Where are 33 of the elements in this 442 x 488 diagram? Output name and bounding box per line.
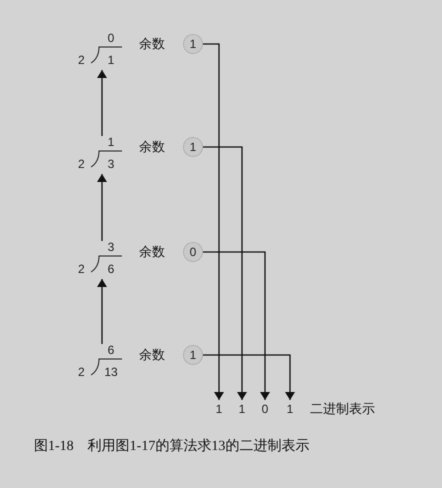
arrow bbox=[203, 354, 295, 400]
remainder-digit: 0 bbox=[183, 242, 203, 262]
quotient: 0 bbox=[106, 32, 116, 44]
caption: 图1-18 利用图1-17的算法求13的二进制表示 bbox=[34, 440, 310, 454]
arrow bbox=[203, 251, 270, 400]
dividend: 1 bbox=[106, 54, 116, 66]
dividend: 13 bbox=[103, 366, 119, 378]
arrow bbox=[97, 174, 107, 241]
remainder-label: 余数 bbox=[139, 348, 165, 361]
remainder-label: 余数 bbox=[139, 245, 165, 258]
binary-digit: 1 bbox=[235, 400, 249, 418]
binary-digit: 1 bbox=[283, 400, 297, 418]
remainder-label: 余数 bbox=[139, 140, 165, 153]
binary-digit: 1 bbox=[212, 400, 226, 418]
divisor: 2 bbox=[78, 263, 85, 275]
remainder-label: 余数 bbox=[139, 37, 165, 50]
dividend: 6 bbox=[106, 263, 116, 275]
arrow bbox=[97, 70, 107, 136]
arrow bbox=[97, 279, 107, 344]
remainder-digit: 1 bbox=[183, 137, 203, 157]
remainder-digit: 1 bbox=[183, 34, 203, 54]
divisor: 2 bbox=[78, 158, 85, 170]
quotient: 1 bbox=[106, 136, 116, 148]
quotient: 6 bbox=[106, 344, 116, 356]
divisor: 2 bbox=[78, 54, 85, 66]
binary-digit: 0 bbox=[258, 400, 272, 418]
divisor: 2 bbox=[78, 366, 85, 378]
arrow bbox=[203, 146, 247, 400]
dividend: 3 bbox=[106, 158, 116, 170]
quotient: 3 bbox=[106, 241, 116, 253]
arrow bbox=[203, 43, 224, 400]
remainder-digit: 1 bbox=[183, 345, 203, 365]
row-label: 二进制表示 bbox=[310, 402, 375, 415]
